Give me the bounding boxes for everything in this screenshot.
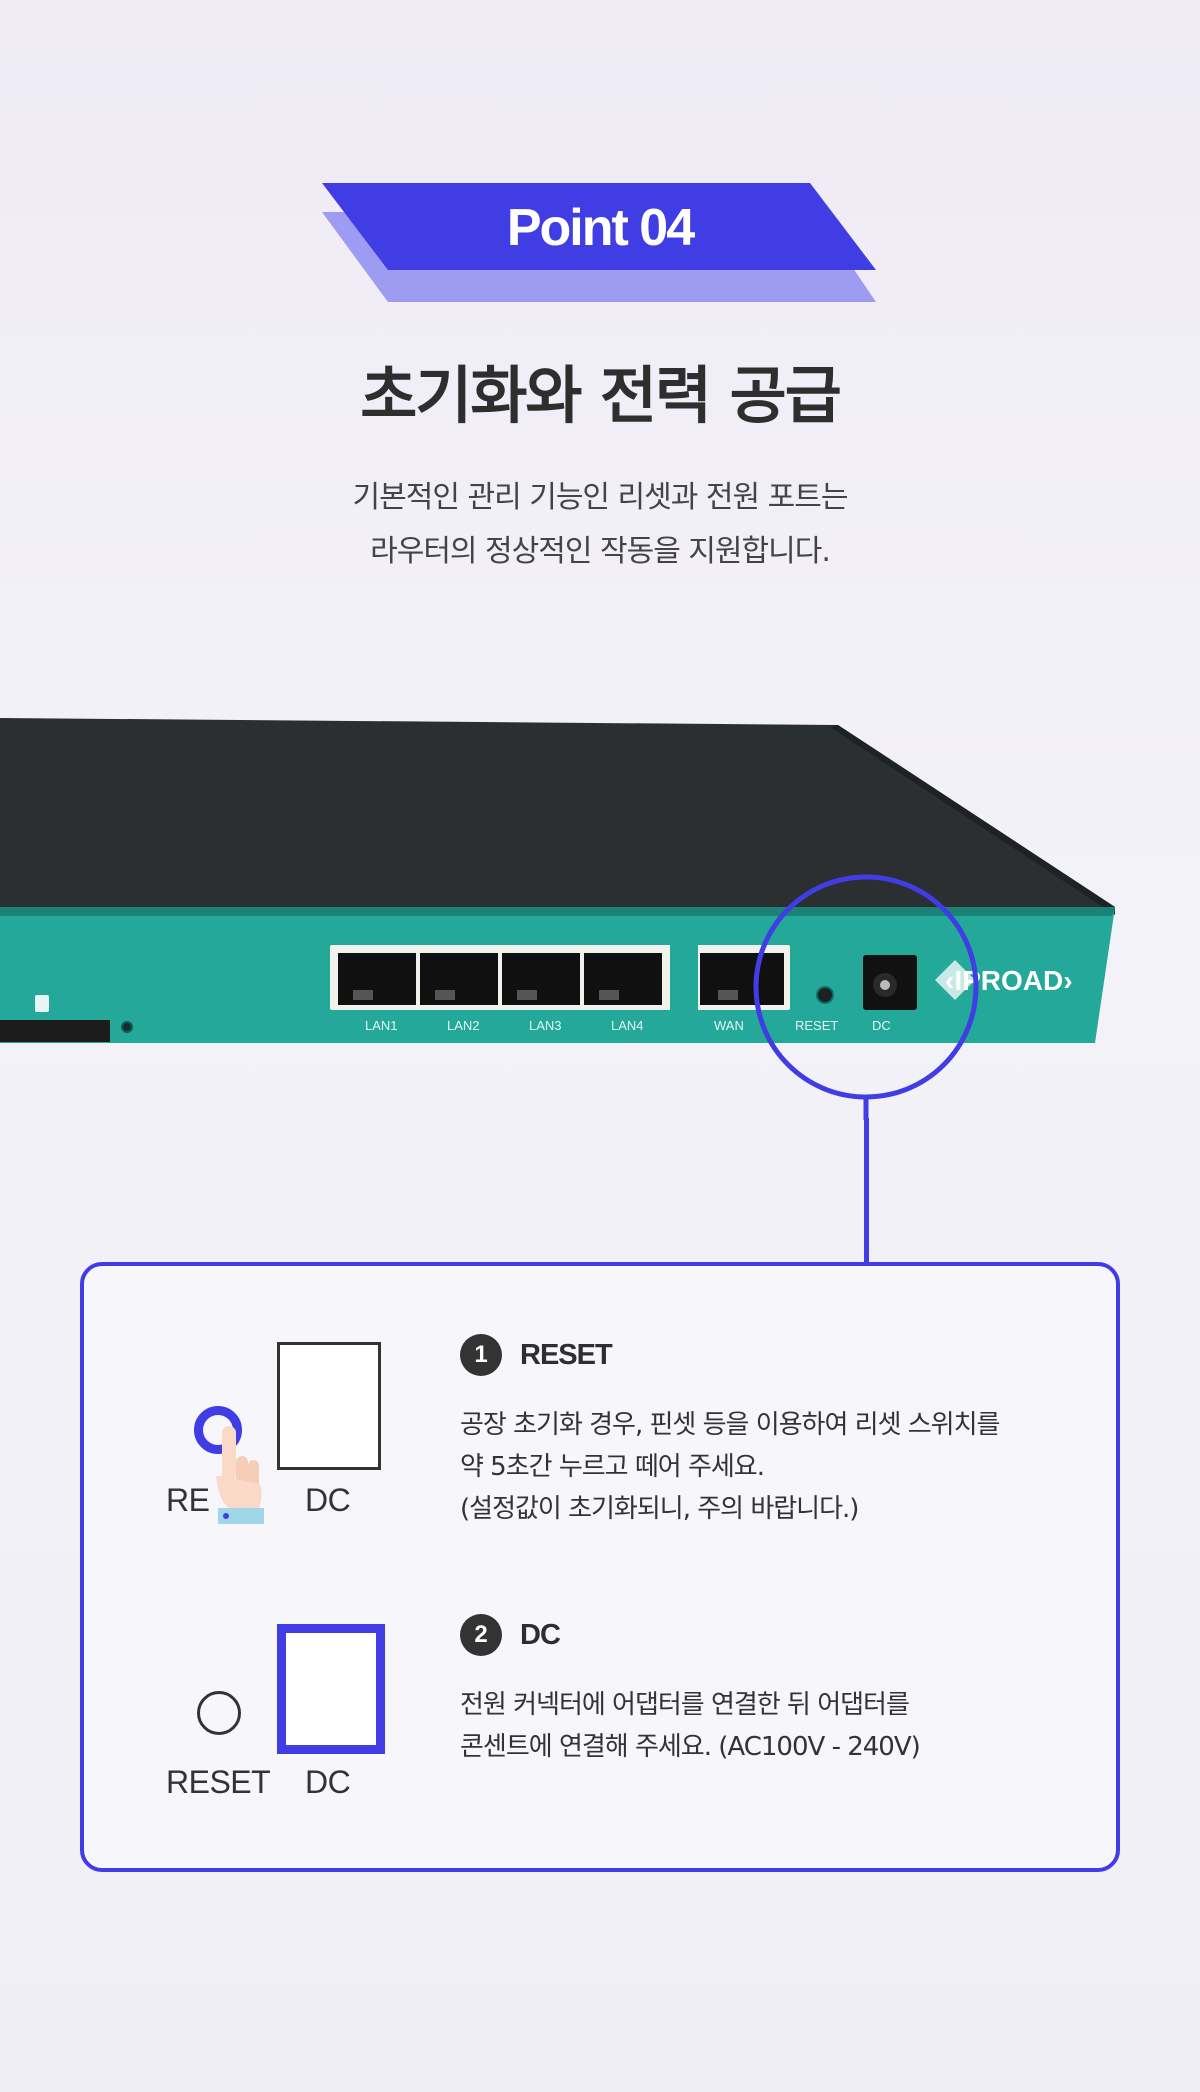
lan-port-group: [338, 953, 784, 1005]
port-label-wan: WAN: [714, 1018, 744, 1033]
reset-button-diagram-active: [194, 1406, 242, 1454]
point-badge-ribbon: [322, 183, 876, 302]
port-label-dc: DC: [872, 1018, 891, 1033]
item-dc-heading: 2 DC: [460, 1614, 561, 1656]
dc-port-diagram: [277, 1342, 381, 1470]
item-number-badge: 1: [460, 1334, 502, 1376]
reset-button-diagram: [197, 1691, 241, 1735]
desc-line: 콘센트에 연결해 주세요. (AC100V - 240V): [460, 1732, 921, 1762]
connector-line: [864, 1118, 869, 1264]
reset-diagram-label: RE: [166, 1482, 210, 1518]
svg-text:‹IPROAD›: ‹IPROAD›: [945, 965, 1073, 996]
item-reset-description: 공장 초기화 경우, 핀셋 등을 이용하여 리셋 스위치를 약 5초간 누르고 …: [460, 1404, 1000, 1530]
port-label-reset: RESET: [795, 1018, 838, 1033]
reset-hole: [816, 986, 834, 1004]
desc-line: (설정값이 초기화되니, 주의 바랍니다.): [460, 1494, 859, 1524]
item-dc-description: 전원 커넥터에 어댑터를 연결한 뒤 어댑터를 콘센트에 연결해 주세요. (A…: [460, 1684, 921, 1768]
dc-diagram-label: DC: [305, 1482, 351, 1518]
iproad-logo: ‹IPROAD›: [935, 960, 1073, 1000]
item-title: RESET: [520, 1338, 613, 1371]
page-title: 초기화와 전력 공급: [360, 359, 842, 432]
port-label-lan4: LAN4: [611, 1018, 644, 1033]
desc-line: 공장 초기화 경우, 핀셋 등을 이용하여 리셋 스위치를: [460, 1410, 1000, 1440]
dc-port-diagram-active: [277, 1624, 385, 1754]
led-indicator: [121, 1021, 133, 1033]
port-label-lan2: LAN2: [447, 1018, 480, 1033]
port-label-lan3: LAN3: [529, 1018, 562, 1033]
point-badge-label: Point 04: [506, 199, 695, 257]
desc-line: 약 5초간 누르고 떼어 주세요.: [460, 1452, 765, 1482]
router-image: ‹IPROAD› LAN1 LAN2 LAN3 LAN4 WAN RESET D…: [0, 718, 1115, 1120]
item-number-badge: 2: [460, 1614, 502, 1656]
item-title: DC: [520, 1618, 561, 1651]
side-slot: [0, 1020, 110, 1042]
pointing-hand-icon: [216, 1426, 264, 1524]
item-reset-heading: 1 RESET: [460, 1334, 613, 1376]
page-subtitle-line1: 기본적인 관리 기능인 리셋과 전원 포트는: [352, 480, 849, 515]
info-card: RE DC 1 RESET 공장 초기화 경우, 핀셋 등을 이용하여 리셋 스…: [80, 1262, 1120, 1872]
page-subtitle-line2: 라우터의 정상적인 작동을 지원합니다.: [370, 534, 831, 569]
desc-line: 전원 커넥터에 어댑터를 연결한 뒤 어댑터를: [460, 1690, 910, 1720]
dc-diagram-label: DC: [305, 1764, 351, 1800]
reset-diagram-label: RESET: [166, 1764, 271, 1800]
port-label-lan1: LAN1: [365, 1018, 398, 1033]
side-sticker: [35, 995, 49, 1012]
